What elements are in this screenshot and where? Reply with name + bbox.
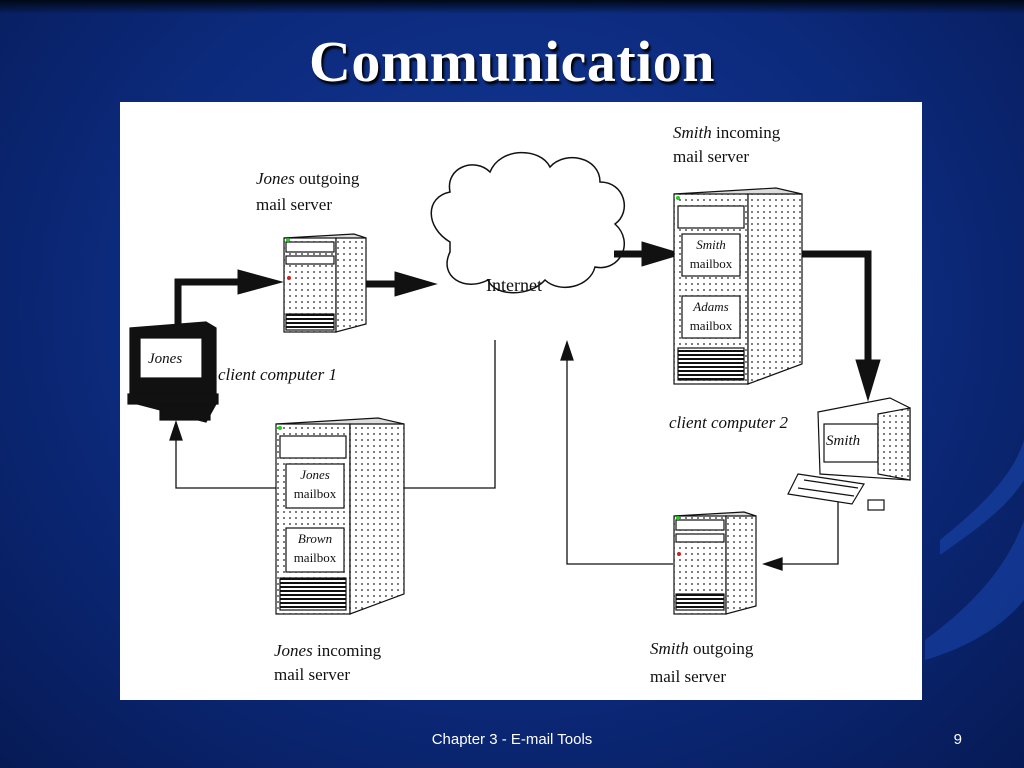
client1-screen-text: Jones (148, 351, 183, 367)
client-computer-1 (127, 321, 219, 423)
mailbox-jones: Jones mailbox (293, 467, 337, 501)
email-flow-diagram: Jones outgoing mail server Smith incomin… (120, 102, 922, 700)
page-number: 9 (953, 731, 962, 748)
top-band (0, 0, 1024, 14)
slide-footer: Chapter 3 - E-mail Tools (431, 731, 593, 748)
slide-title: Communication (308, 29, 716, 94)
jones-incoming-server (275, 417, 405, 615)
smith-outgoing-server (673, 511, 757, 615)
mailbox-smith: Smith mailbox (689, 237, 733, 271)
client1-label: client computer 1 (218, 365, 337, 384)
internet-cloud (430, 151, 625, 294)
client-computer-2 (787, 397, 911, 511)
jones-outgoing-label-line2: mail server (256, 195, 332, 214)
smith-incoming-label-line2: mail server (673, 147, 749, 166)
internet-label: Internet (486, 275, 542, 295)
smith-incoming-server (673, 187, 803, 385)
smith-incoming-label: Smith incoming (673, 123, 781, 142)
jones-outgoing-label: Jones outgoing (256, 169, 360, 188)
smith-outgoing-label: Smith outgoing (650, 639, 754, 658)
delivery-flow-arrows (169, 339, 839, 571)
client2-screen-text: Smith (826, 433, 861, 449)
mailbox-adams: Adams mailbox (689, 299, 733, 333)
smith-outgoing-label-line2: mail server (650, 667, 726, 686)
jones-outgoing-server (283, 233, 367, 333)
jones-incoming-label-line2: mail server (274, 665, 350, 684)
jones-incoming-label: Jones incoming (274, 641, 382, 660)
client2-label: client computer 2 (669, 413, 788, 432)
mailbox-brown: Brown mailbox (293, 531, 337, 565)
